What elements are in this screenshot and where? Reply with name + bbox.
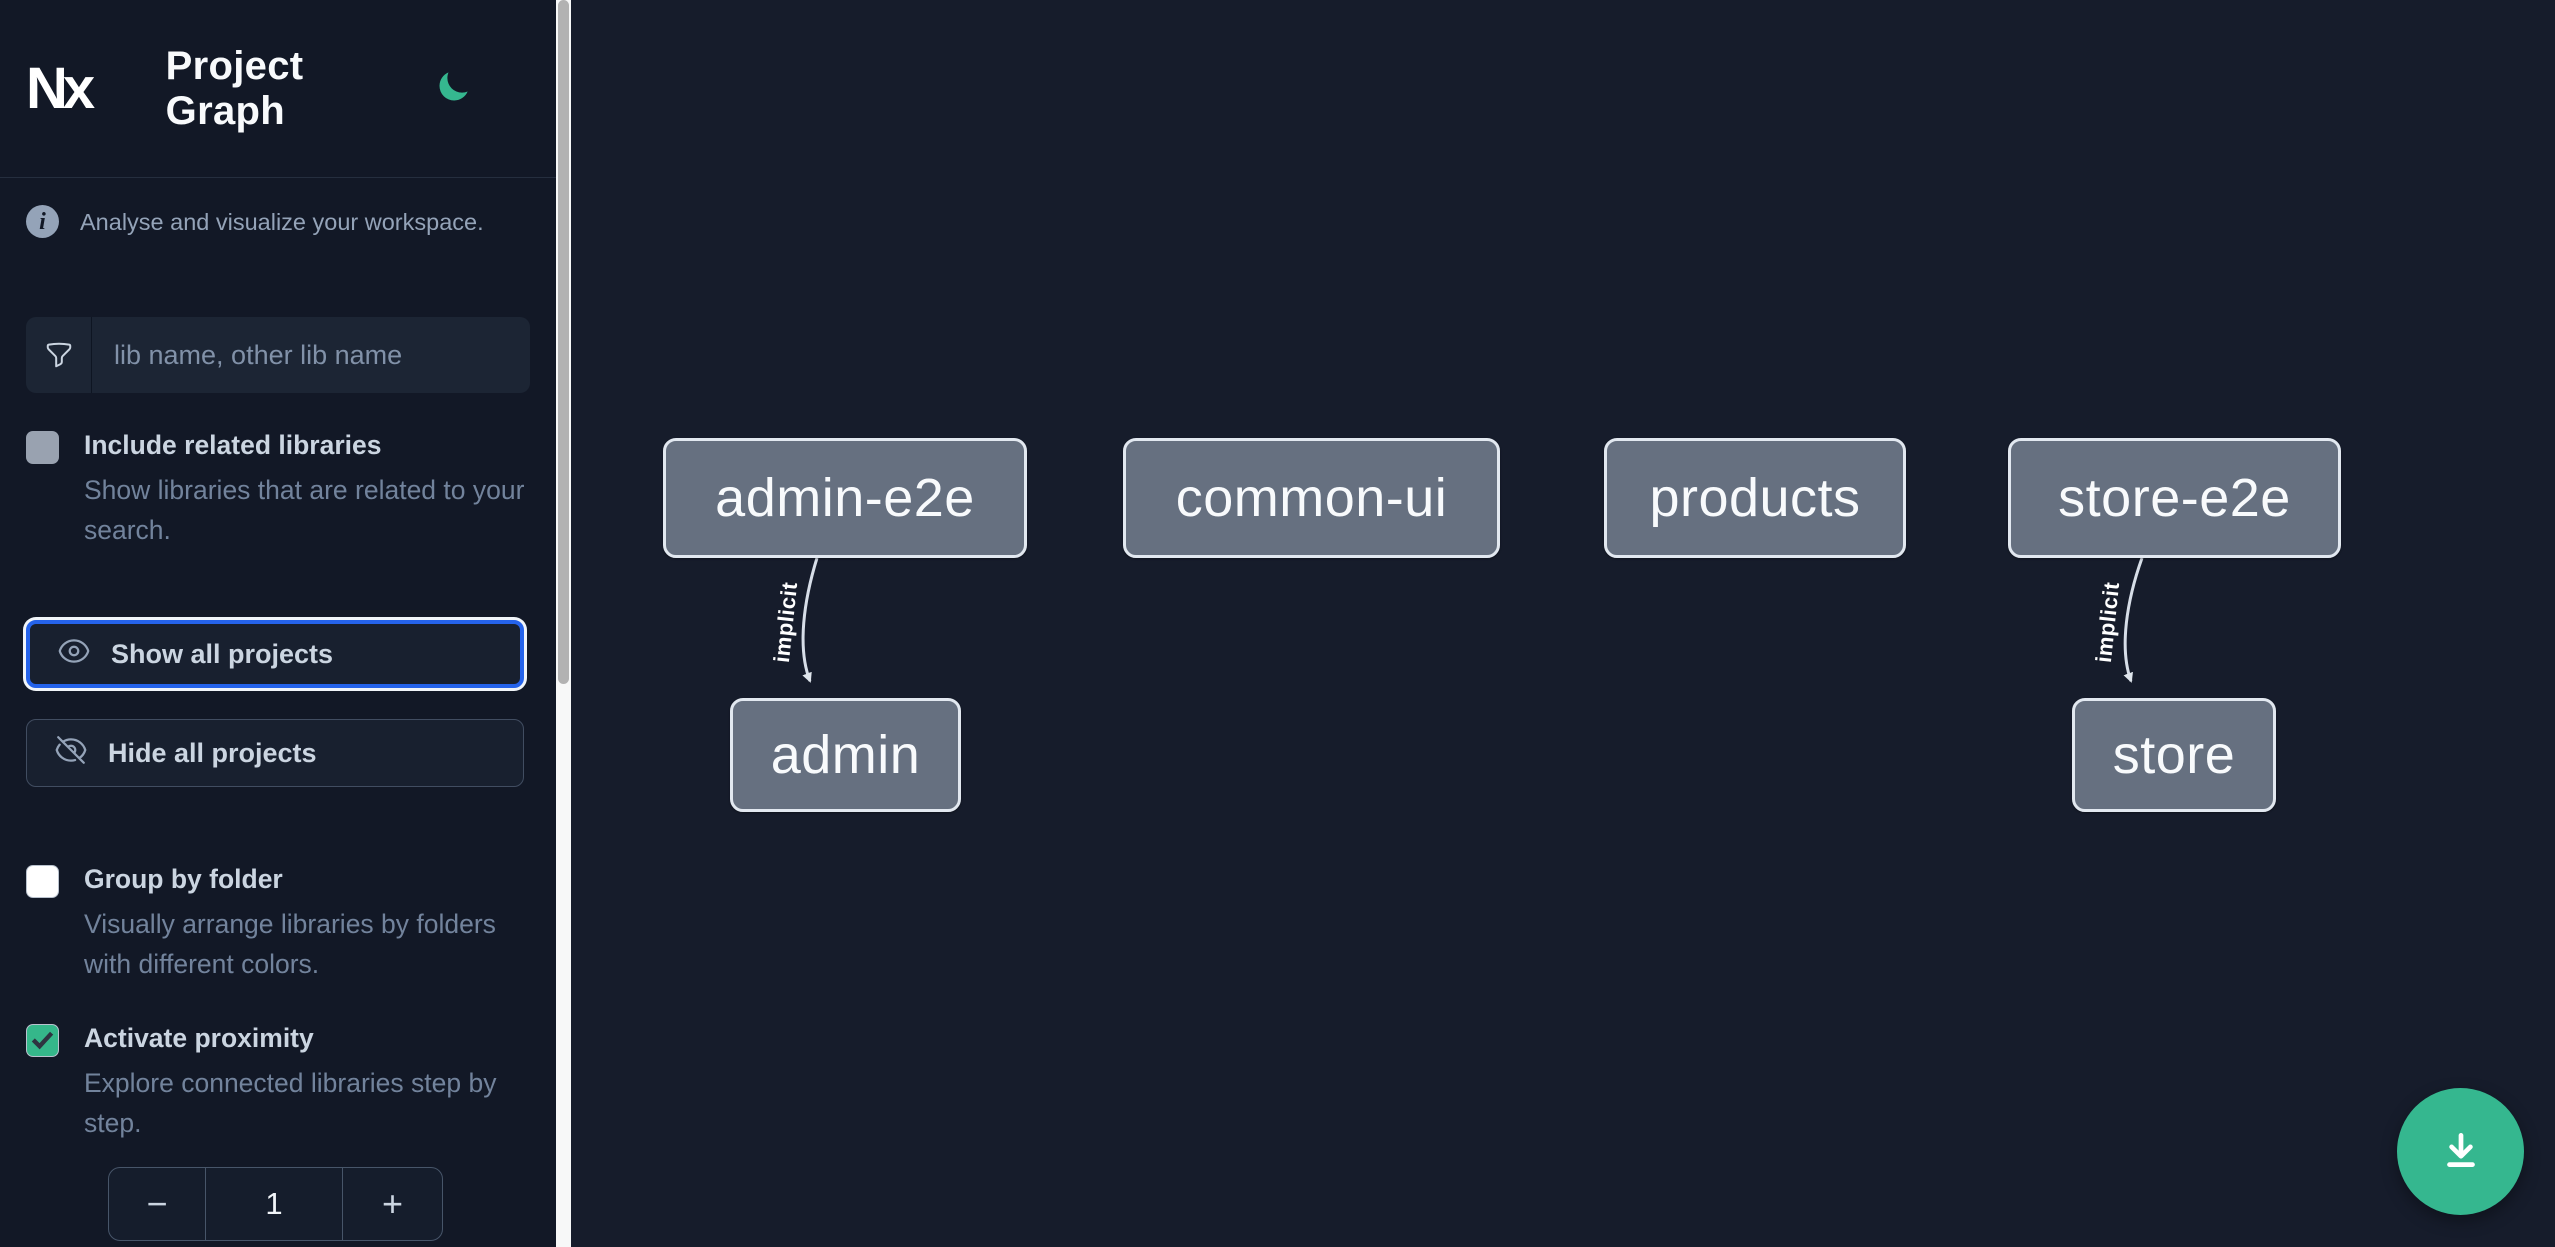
eye-slash-icon	[54, 733, 88, 774]
app-header: Nx Project Graph	[0, 0, 556, 178]
hide-all-projects-label: Hide all projects	[108, 737, 317, 768]
eye-icon	[57, 634, 91, 675]
sidebar-scrollbar-track	[556, 0, 571, 1247]
show-all-projects-button[interactable]: Show all projects	[26, 620, 524, 688]
group-by-folder-label: Group by folder	[84, 864, 283, 894]
moon-icon	[435, 69, 471, 108]
graph-node-store[interactable]: store	[2072, 698, 2276, 812]
edge-label-implicit: implicit	[2091, 580, 2124, 663]
graph-node-admin-e2e[interactable]: admin-e2e	[663, 438, 1027, 558]
download-graph-button[interactable]	[2397, 1088, 2524, 1215]
activate-proximity-label: Activate proximity	[84, 1023, 314, 1053]
graph-node-admin[interactable]: admin	[730, 698, 961, 812]
option-group-by-folder: Group by folder Visually arrange librari…	[26, 863, 530, 984]
search-box	[26, 317, 530, 393]
filter-funnel-icon	[26, 317, 92, 393]
proximity-depth-value[interactable]: 1	[206, 1168, 343, 1240]
project-graph-canvas[interactable]: implicit implicit admin-e2e common-ui pr…	[571, 0, 2555, 1247]
edge-store-e2e-store[interactable]	[2123, 557, 2144, 683]
option-include-related: Include related libraries Show libraries…	[26, 429, 530, 550]
show-all-projects-label: Show all projects	[111, 638, 334, 669]
intro-text: Analyse and visualize your workspace.	[80, 209, 484, 235]
intro-row: i Analyse and visualize your workspace.	[26, 205, 530, 239]
include-related-checkbox[interactable]	[26, 431, 59, 464]
nx-logo-text: Nx	[26, 56, 95, 121]
decrement-button[interactable]: −	[109, 1168, 206, 1240]
group-by-folder-checkbox[interactable]	[26, 865, 59, 898]
download-icon	[2438, 1127, 2484, 1176]
edge-admin-e2e-admin[interactable]	[801, 557, 819, 683]
sidebar: Nx Project Graph i Analyse and visualize…	[0, 0, 556, 1247]
theme-toggle-button[interactable]	[433, 69, 473, 109]
group-by-folder-description: Visually arrange libraries by folders wi…	[84, 909, 496, 979]
graph-node-common-ui[interactable]: common-ui	[1123, 438, 1500, 558]
page-title: Project Graph	[165, 43, 304, 133]
increment-button[interactable]: +	[343, 1168, 442, 1240]
include-related-description: Show libraries that are related to your …	[84, 475, 525, 545]
nx-logo: Nx	[26, 56, 118, 122]
graph-node-store-e2e[interactable]: store-e2e	[2008, 438, 2341, 558]
edge-label-implicit: implicit	[769, 580, 802, 663]
proximity-depth-stepper: − 1 +	[108, 1167, 443, 1241]
hide-all-projects-button[interactable]: Hide all projects	[26, 719, 524, 787]
include-related-label: Include related libraries	[84, 430, 382, 460]
graph-edges-layer: implicit implicit	[767, 557, 2144, 683]
graph-node-products[interactable]: products	[1604, 438, 1906, 558]
option-activate-proximity: Activate proximity Explore connected lib…	[26, 1022, 530, 1143]
activate-proximity-checkbox[interactable]	[26, 1024, 59, 1057]
sidebar-scrollbar-thumb[interactable]	[558, 0, 569, 684]
activate-proximity-description: Explore connected libraries step by step…	[84, 1068, 497, 1138]
search-input[interactable]	[92, 317, 530, 393]
info-icon: i	[26, 205, 59, 238]
